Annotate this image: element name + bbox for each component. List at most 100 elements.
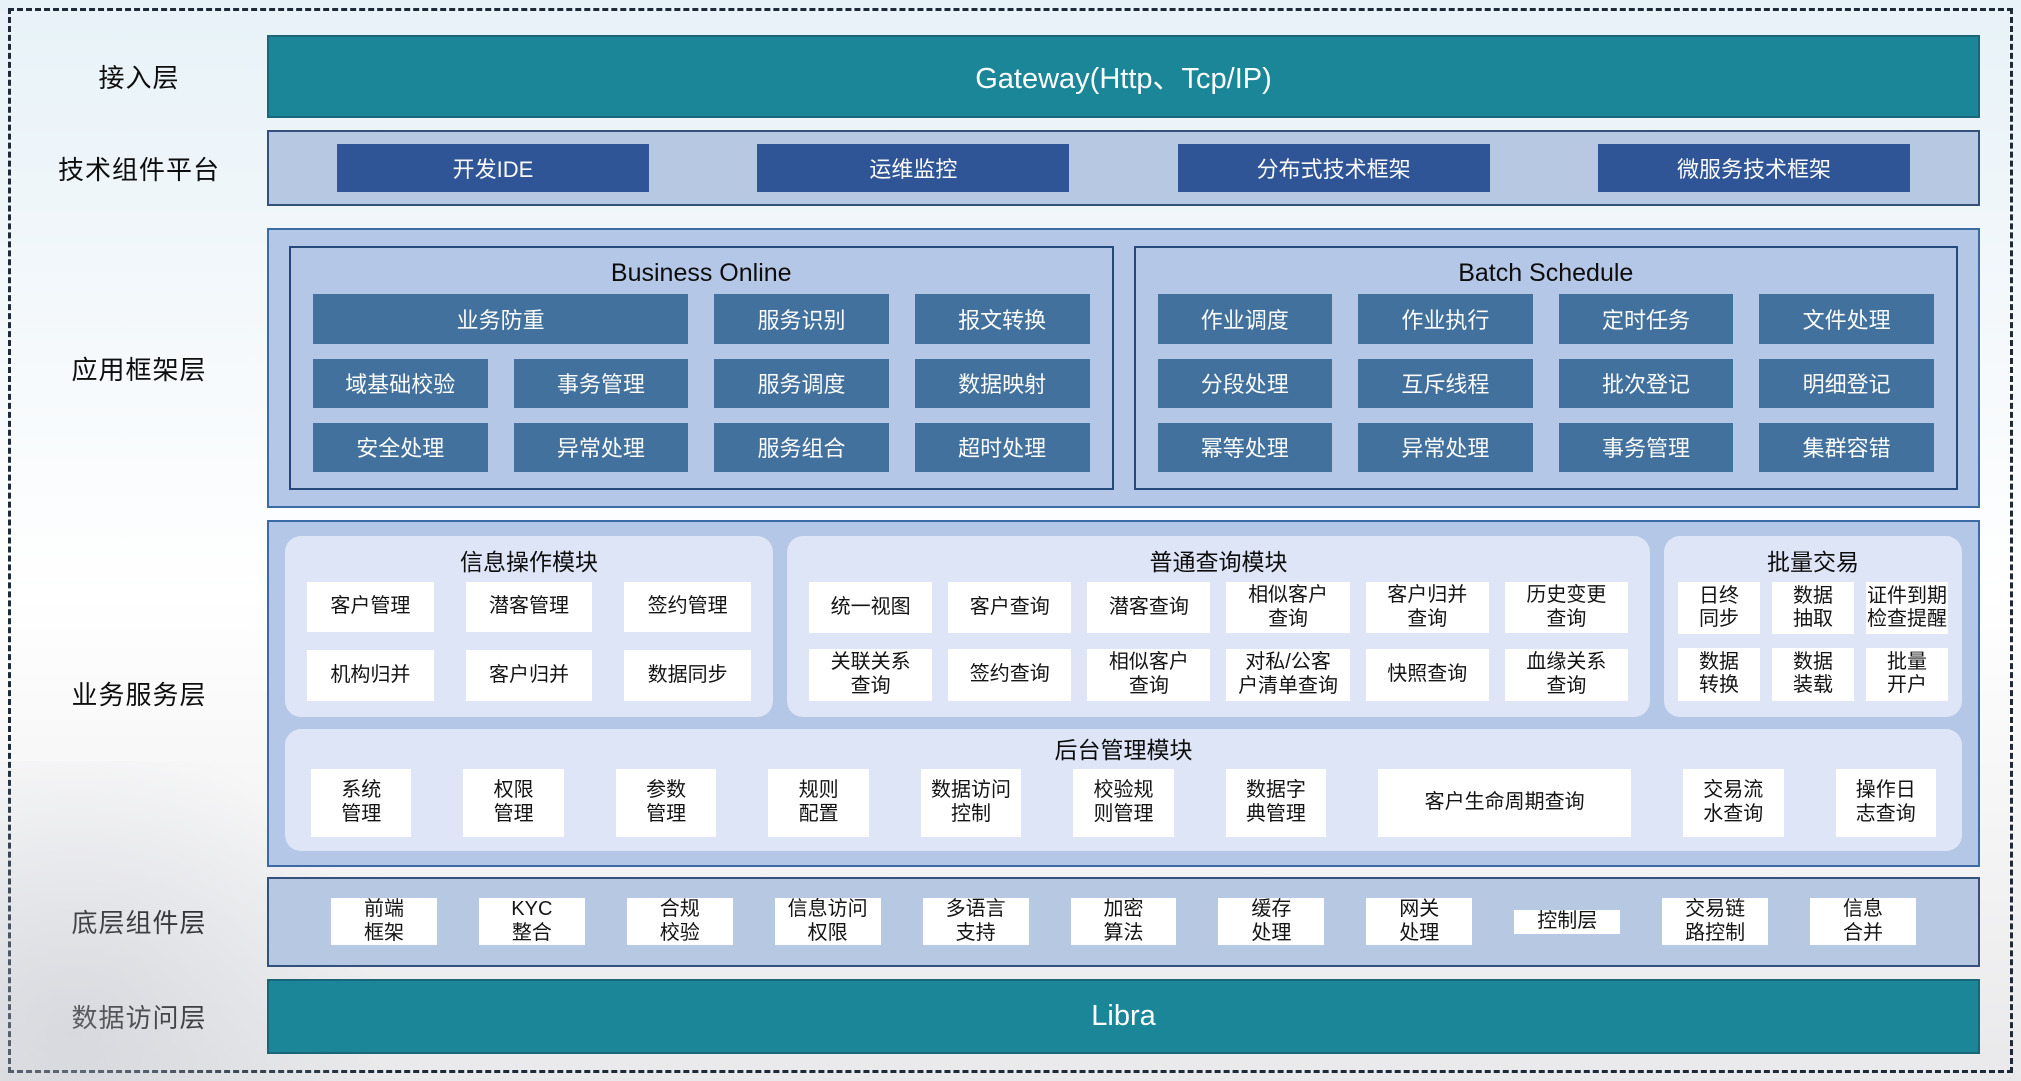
- general-query-box: 快照查询: [1365, 649, 1489, 701]
- business-online-box: 域基础校验: [313, 358, 488, 408]
- batch-schedule-box: 定时任务: [1558, 294, 1734, 344]
- diagram-frame: 接入层 Gateway(Http、Tcp/IP) 技术组件平台 开发IDE 运维监…: [8, 8, 2013, 1073]
- admin-module-box: 参数 管理: [615, 768, 717, 837]
- layer-row-business-service: 业务服务层 信息操作模块 客户管理潜客管理签约管理机构归并客户归并数据同步 普通…: [11, 520, 1980, 867]
- layer-row-access: 接入层 Gateway(Http、Tcp/IP): [11, 35, 1980, 118]
- batch-schedule-box: 异常处理: [1358, 422, 1533, 473]
- general-query-box: 历史变更 查询: [1504, 582, 1628, 634]
- base-component-box: 网关 处理: [1366, 898, 1473, 946]
- base-component-box: 合规 校验: [626, 898, 733, 946]
- admin-module-box: 数据访问 控制: [920, 768, 1022, 837]
- business-online-box: 异常处理: [513, 422, 689, 473]
- general-query-box: 客户归并 查询: [1365, 582, 1489, 634]
- info-operation-box: 机构归并: [307, 650, 434, 701]
- batch-transaction-box: 数据 抽取: [1772, 582, 1854, 635]
- general-query-box: 相似客户 查询: [1087, 649, 1211, 701]
- info-operation-box: 客户归并: [465, 650, 593, 701]
- layer-row-tech-platform: 技术组件平台 开发IDE 运维监控 分布式技术框架 微服务技术框架: [11, 129, 1980, 207]
- general-query-module-title: 普通查询模块: [1149, 549, 1288, 576]
- batch-schedule-box: 幂等处理: [1157, 422, 1333, 473]
- base-component-box: 加密 算法: [1070, 898, 1177, 946]
- business-service-top-row: 信息操作模块 客户管理潜客管理签约管理机构归并客户归并数据同步 普通查询模块 统…: [285, 536, 1962, 717]
- admin-module-box: 校验规 则管理: [1073, 768, 1174, 837]
- base-component-box: 信息 合并: [1810, 898, 1916, 946]
- admin-module-title: 后台管理模块: [1054, 736, 1193, 763]
- admin-module-box: 交易流 水查询: [1683, 768, 1784, 837]
- admin-module-box: 权限 管理: [463, 768, 564, 837]
- base-component-box: 控制层: [1514, 910, 1621, 934]
- tech-component-box: 运维监控: [757, 144, 1070, 193]
- libra-bar: Libra: [267, 979, 1980, 1054]
- layer-label-business-service: 业务服务层: [71, 679, 207, 710]
- general-query-box: 潜客查询: [1087, 582, 1211, 634]
- batch-schedule-grid: 作业调度作业执行定时任务文件处理分段处理互斥线程批次登记明细登记幂等处理异常处理…: [1157, 294, 1934, 473]
- app-framework-container: Business Online 业务防重服务识别报文转换域基础校验事务管理服务调…: [267, 228, 1980, 509]
- business-online-box: 数据映射: [914, 358, 1090, 408]
- business-online-box: 服务组合: [714, 422, 889, 473]
- base-component-box: KYC 整合: [478, 898, 585, 946]
- admin-module-box: 规则 配置: [768, 768, 869, 837]
- batch-schedule-box: 明细登记: [1759, 358, 1934, 408]
- business-online-box: 服务调度: [714, 358, 889, 408]
- batch-schedule-box: 文件处理: [1759, 294, 1934, 344]
- info-operation-box: 签约管理: [624, 582, 751, 633]
- business-online-panel: Business Online 业务防重服务识别报文转换域基础校验事务管理服务调…: [289, 246, 1114, 491]
- batch-transaction-box: 数据 装载: [1772, 648, 1854, 701]
- base-component-box: 交易链 路控制: [1662, 898, 1769, 946]
- batch-schedule-title: Batch Schedule: [1458, 259, 1634, 288]
- tech-platform-band: 开发IDE 运维监控 分布式技术框架 微服务技术框架: [267, 129, 1980, 207]
- layer-row-app-framework: 应用框架层 Business Online 业务防重服务识别报文转换域基础校验事…: [11, 228, 1980, 509]
- batch-transaction-module-title: 批量交易: [1767, 549, 1859, 576]
- admin-module-box: 系统 管理: [311, 768, 412, 837]
- batch-transaction-box: 数据 转换: [1678, 648, 1760, 701]
- tech-component-box: 开发IDE: [337, 144, 649, 193]
- general-query-box: 血缘关系 查询: [1504, 649, 1628, 701]
- batch-schedule-box: 互斥线程: [1358, 358, 1533, 408]
- layer-label-app-framework: 应用框架层: [71, 354, 207, 385]
- business-online-box: 业务防重: [313, 294, 689, 344]
- business-online-box: 服务识别: [714, 294, 889, 344]
- business-online-box: 事务管理: [513, 358, 689, 408]
- layer-row-data-access: 数据访问层 Libra: [11, 979, 1980, 1054]
- libra-bar-label: Libra: [1091, 1000, 1156, 1033]
- general-query-box: 关联关系 查询: [809, 649, 933, 701]
- batch-transaction-box: 日终 同步: [1678, 582, 1760, 635]
- batch-transaction-module-grid: 日终 同步数据 抽取证件到期 检查提醒数据 转换数据 装载批量 开户: [1678, 582, 1948, 701]
- business-online-title: Business Online: [610, 259, 792, 288]
- tech-component-box: 微服务技术框架: [1597, 144, 1910, 193]
- general-query-box: 相似客户 查询: [1226, 582, 1350, 634]
- layer-label-tech-platform: 技术组件平台: [57, 154, 220, 185]
- batch-transaction-box: 证件到期 检查提醒: [1866, 582, 1948, 635]
- admin-module-box: 操作日 志查询: [1835, 768, 1936, 837]
- layer-label-base-components: 底层组件层: [71, 908, 207, 939]
- general-query-box: 客户查询: [948, 582, 1072, 634]
- general-query-box: 统一视图: [809, 582, 933, 634]
- base-component-box: 多语言 支持: [922, 898, 1029, 946]
- admin-module-grid: 系统 管理权限 管理参数 管理规则 配置数据访问 控制校验规 则管理数据字 典管…: [311, 768, 1936, 837]
- batch-schedule-box: 作业执行: [1358, 294, 1533, 344]
- business-online-grid: 业务防重服务识别报文转换域基础校验事务管理服务调度数据映射安全处理异常处理服务组…: [313, 294, 1090, 473]
- gateway-bar-label: Gateway(Http、Tcp/IP): [975, 63, 1272, 96]
- info-operation-module-card: 信息操作模块 客户管理潜客管理签约管理机构归并客户归并数据同步: [285, 536, 773, 717]
- base-component-box: 缓存 处理: [1218, 898, 1325, 946]
- layer-label-access: 接入层: [98, 62, 180, 93]
- batch-schedule-box: 事务管理: [1558, 422, 1734, 473]
- tech-component-box: 分布式技术框架: [1177, 144, 1490, 193]
- business-online-box: 超时处理: [914, 422, 1090, 473]
- batch-transaction-module-card: 批量交易 日终 同步数据 抽取证件到期 检查提醒数据 转换数据 装载批量 开户: [1664, 536, 1962, 717]
- business-online-box: 安全处理: [313, 422, 488, 473]
- business-service-container: 信息操作模块 客户管理潜客管理签约管理机构归并客户归并数据同步 普通查询模块 统…: [267, 520, 1980, 867]
- batch-schedule-box: 分段处理: [1157, 358, 1333, 408]
- general-query-box: 对私/公客 户清单查询: [1226, 649, 1350, 701]
- admin-module-card: 后台管理模块 系统 管理权限 管理参数 管理规则 配置数据访问 控制校验规 则管…: [285, 728, 1962, 851]
- admin-module-box: 客户生命周期查询: [1378, 768, 1632, 837]
- info-operation-module-grid: 客户管理潜客管理签约管理机构归并客户归并数据同步: [307, 582, 751, 701]
- batch-schedule-box: 批次登记: [1558, 358, 1734, 408]
- general-query-box: 签约查询: [948, 649, 1072, 701]
- business-online-box: 报文转换: [914, 294, 1090, 344]
- general-query-module-grid: 统一视图客户查询潜客查询相似客户 查询客户归并 查询历史变更 查询关联关系 查询…: [809, 582, 1628, 701]
- admin-module-box: 数据字 典管理: [1225, 768, 1327, 837]
